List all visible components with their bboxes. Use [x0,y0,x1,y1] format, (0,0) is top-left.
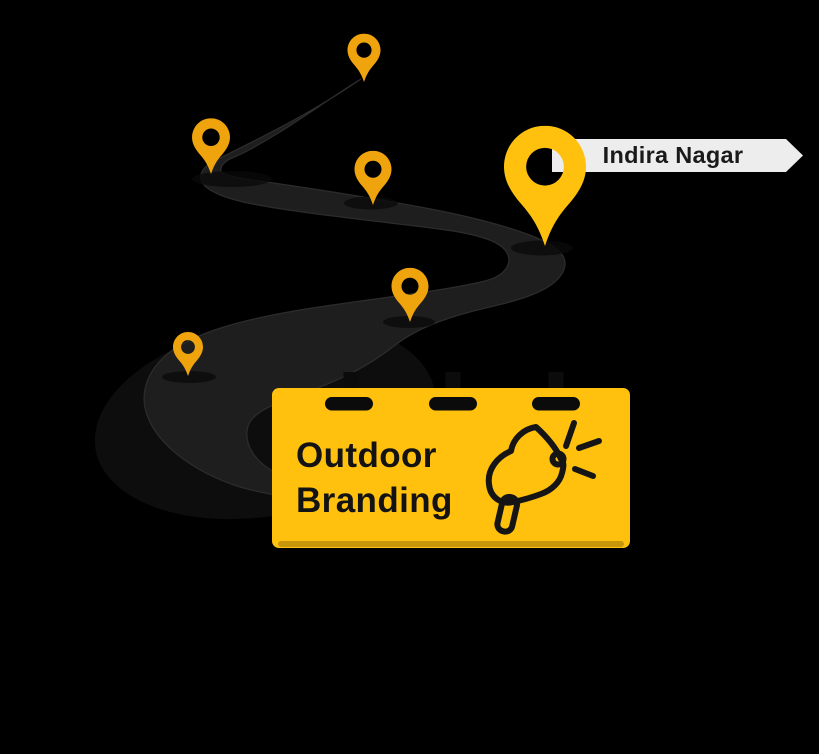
megaphone-icon [485,420,602,535]
billboard-title-line2: Branding [296,481,453,520]
megaphone-sound-line [572,466,596,479]
pin-shadow [192,171,272,187]
location-label: Indira Nagar [602,142,744,168]
pin-shadow [162,371,216,383]
pin-shadow [511,240,573,256]
map-pin-icon [192,118,230,174]
billboard-hanger-bar [325,397,373,411]
megaphone-sound-line [576,438,602,451]
billboard-title: Outdoor Branding [296,433,496,523]
megaphone-sound-line [563,420,577,449]
megaphone-handle [494,493,521,535]
pin-shadow [383,316,435,328]
billboard-title-line1: Outdoor [296,436,437,475]
billboard-bottom-shade [278,541,624,547]
pin-shadow [344,196,398,210]
location-banner-ribbon [552,139,803,172]
map-pin-icon [347,33,381,82]
megaphone-nub [549,450,567,468]
billboard-hanger-bar [429,397,477,411]
billboard-hanger-bar [532,397,580,411]
